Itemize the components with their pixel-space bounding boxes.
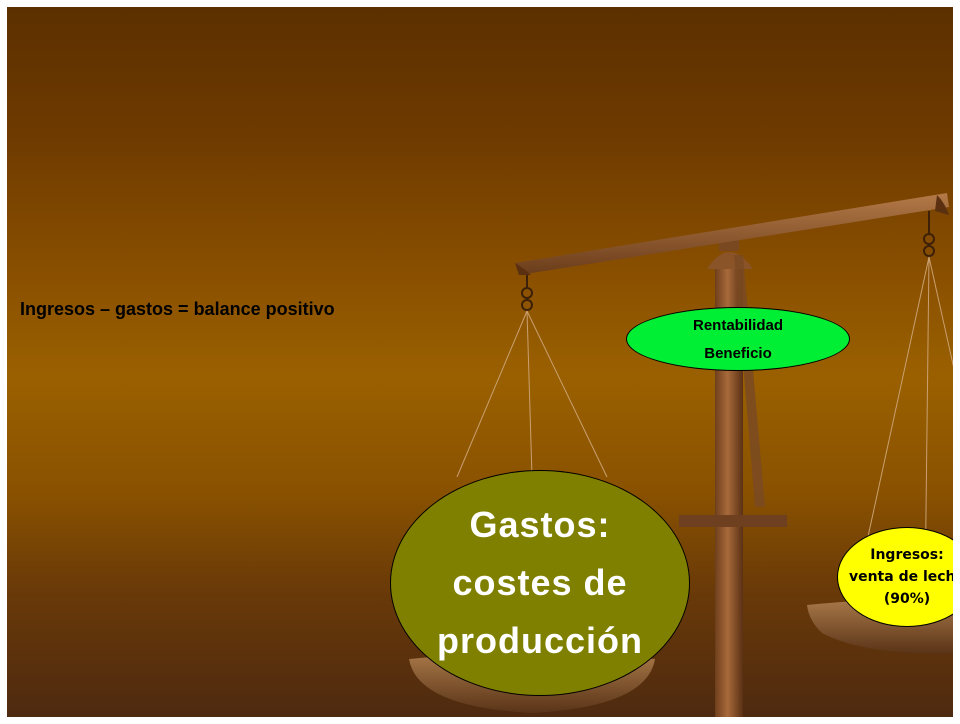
balance-equation: Ingresos – gastos = balance positivo [20,299,335,319]
scale-crossbar [679,515,787,527]
costs-bubble: Gastos: costes de producción [390,470,690,696]
costs-bubble-line3: producción [437,620,643,661]
costs-bubble-line2: costes de [452,562,628,603]
scale-beam [515,193,949,275]
profit-bubble-line2: Beneficio [704,345,772,362]
costs-bubble-line1: Gastos: [469,504,611,545]
income-bubble: Ingresos: venta de leche (90%) [837,527,953,627]
income-bubble-line3: (90%) [883,591,931,607]
profit-bubble-line1: Rentabilidad [692,317,783,334]
scale-cap [707,252,753,269]
income-bubble-line2: venta de leche [848,569,953,585]
income-bubble-line1: Ingresos: [870,547,944,563]
profit-bubble: Rentabilidad Beneficio [626,307,850,371]
slide: Ingresos – gastos = balance positivo Ren… [7,7,953,717]
